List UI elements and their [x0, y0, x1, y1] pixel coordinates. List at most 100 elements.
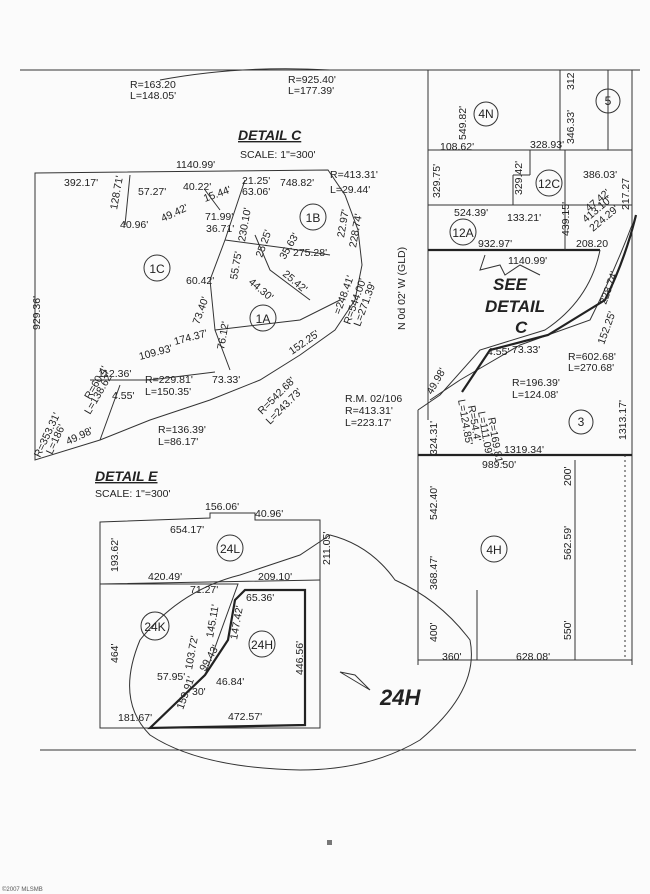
detail-c-boundary: [34, 169, 363, 461]
parcel-marker: [140, 611, 170, 641]
copyright-footer: ©2007 MLSMB: [2, 887, 43, 893]
parcel-marker: [449, 218, 477, 246]
dim-label: 217.27: [620, 178, 632, 210]
parcel-id: 1C: [149, 262, 165, 276]
dim-label: 21.25': [242, 175, 270, 187]
dim-label: 4.55': [112, 390, 134, 402]
dim-label: 209.10': [258, 571, 292, 583]
dim-label: 1140.99': [176, 159, 215, 171]
dim-label: 57.27': [138, 186, 166, 198]
dim-label: 346.33': [565, 110, 577, 144]
parcel-id: 1A: [256, 312, 271, 326]
dim-label: 109.93': [138, 342, 174, 362]
dim-label: 103.72': [183, 635, 201, 671]
parcel-marker: [568, 409, 594, 435]
dim-label: 156.06': [205, 501, 239, 513]
dim-label: 71.27': [190, 584, 218, 596]
parcel-marker: [249, 304, 277, 332]
dim-label: 929.36': [31, 296, 43, 330]
detail-e: DETAIL E SCALE: 1"=300' 24L 24K 24H 156.…: [95, 468, 472, 771]
dim-label: 562.59': [562, 526, 574, 560]
dim-label: 368.47': [428, 556, 440, 590]
parcel-id: 3: [578, 415, 585, 429]
dim-label: 71.99': [205, 211, 233, 223]
see-detail-label: DETAIL: [485, 297, 545, 316]
dim-label: 49.98': [64, 425, 95, 448]
road-line: [429, 224, 633, 401]
road-line: [417, 249, 601, 411]
dim-label: L=29.44': [330, 184, 370, 196]
dim-label: 228.74': [347, 213, 365, 249]
dim-label: 99.43': [197, 643, 222, 673]
dim-label: 275.28': [293, 247, 327, 259]
dim-label: R=602.68': [568, 351, 616, 363]
detail-e-title: DETAIL E: [95, 468, 158, 484]
detail-edge-line: [479, 254, 541, 276]
dim-label: 73.33': [512, 344, 540, 356]
dim-label: 542.40': [428, 486, 440, 520]
dim-label: 1140.99': [508, 255, 547, 267]
dim-label: 312: [565, 72, 577, 90]
dim-label: 40.22': [183, 181, 211, 193]
main-map: 4N 5 12C 12A 3 4H SEE DETAIL C 549.82' 3…: [345, 70, 638, 665]
dim-label: 989.50': [482, 459, 516, 471]
dim-label: 73.33': [212, 374, 240, 386]
dim-label: R=413.31': [330, 169, 378, 181]
dim-label: 446.56': [294, 641, 306, 675]
dim-label: 65.36': [246, 592, 274, 604]
dim-label: L=270.68': [568, 362, 614, 374]
parcel-id: 24L: [220, 542, 240, 556]
dim-label: 40.96': [120, 219, 148, 231]
dim-label: 44.30': [246, 276, 275, 303]
dim-label: 112.36': [98, 368, 131, 380]
parcel-id: 24K: [144, 620, 165, 634]
dim-label: R=163.20: [130, 79, 176, 91]
parcel-marker: [248, 630, 276, 658]
dim-label: 230.10': [236, 207, 254, 243]
parcel-id: 12A: [452, 226, 473, 240]
parcel-id: 4N: [478, 107, 493, 121]
see-detail-label: SEE: [493, 275, 528, 294]
dim-label: L=86.17': [158, 436, 198, 448]
dim-label: L=148.05': [130, 90, 176, 102]
dim-label: 55.75': [228, 251, 245, 281]
dim-label: 524.39': [454, 207, 488, 219]
dim-label: 147.42': [228, 605, 246, 641]
dim-label: 4.55': [487, 346, 509, 358]
dim-label: 228.74': [598, 270, 621, 306]
dim-label: 133.21': [507, 212, 541, 224]
parcel-marker: [299, 203, 327, 231]
dim-label: 1313.17': [617, 400, 629, 440]
dim-label: 30': [192, 686, 206, 698]
dim-label: R=925.40': [288, 74, 336, 86]
dim-label: 439.15': [560, 202, 572, 236]
dim-label: 73.40': [191, 295, 212, 326]
dim-label: 1319.34': [504, 444, 544, 456]
dim-label: 60.42': [186, 275, 214, 287]
dim-label: 360': [442, 651, 462, 663]
dim-label: R=136.39': [158, 424, 206, 436]
dim-label: 472.57': [228, 711, 262, 723]
dim-label: 193.62': [109, 538, 121, 572]
dim-label: 420.49': [148, 571, 182, 583]
dim-label: 36.71': [206, 223, 234, 235]
dim-label: R.M. 02/106: [345, 393, 402, 405]
dim-label: 57.95': [157, 671, 185, 683]
dim-label: R=413.31': [345, 405, 393, 417]
parcel-marker: [216, 534, 244, 562]
parcel-id: 5: [605, 94, 612, 108]
dim-label: 128.71': [108, 175, 126, 211]
scan-mark: [327, 840, 332, 845]
dim-label: 328.93': [530, 139, 564, 151]
dim-label: 63.06': [242, 186, 270, 198]
dim-label: 549.82': [457, 106, 469, 140]
dim-label: 145.11': [204, 604, 222, 639]
dim-label: 49.42': [159, 202, 190, 225]
dim-label: 654.17': [170, 524, 204, 536]
parcel-marker: [595, 88, 621, 114]
dim-label: 200': [562, 466, 574, 486]
arrow-mark: [339, 671, 371, 691]
parcel-marker: [473, 101, 499, 127]
dim-label: 400': [428, 622, 440, 642]
